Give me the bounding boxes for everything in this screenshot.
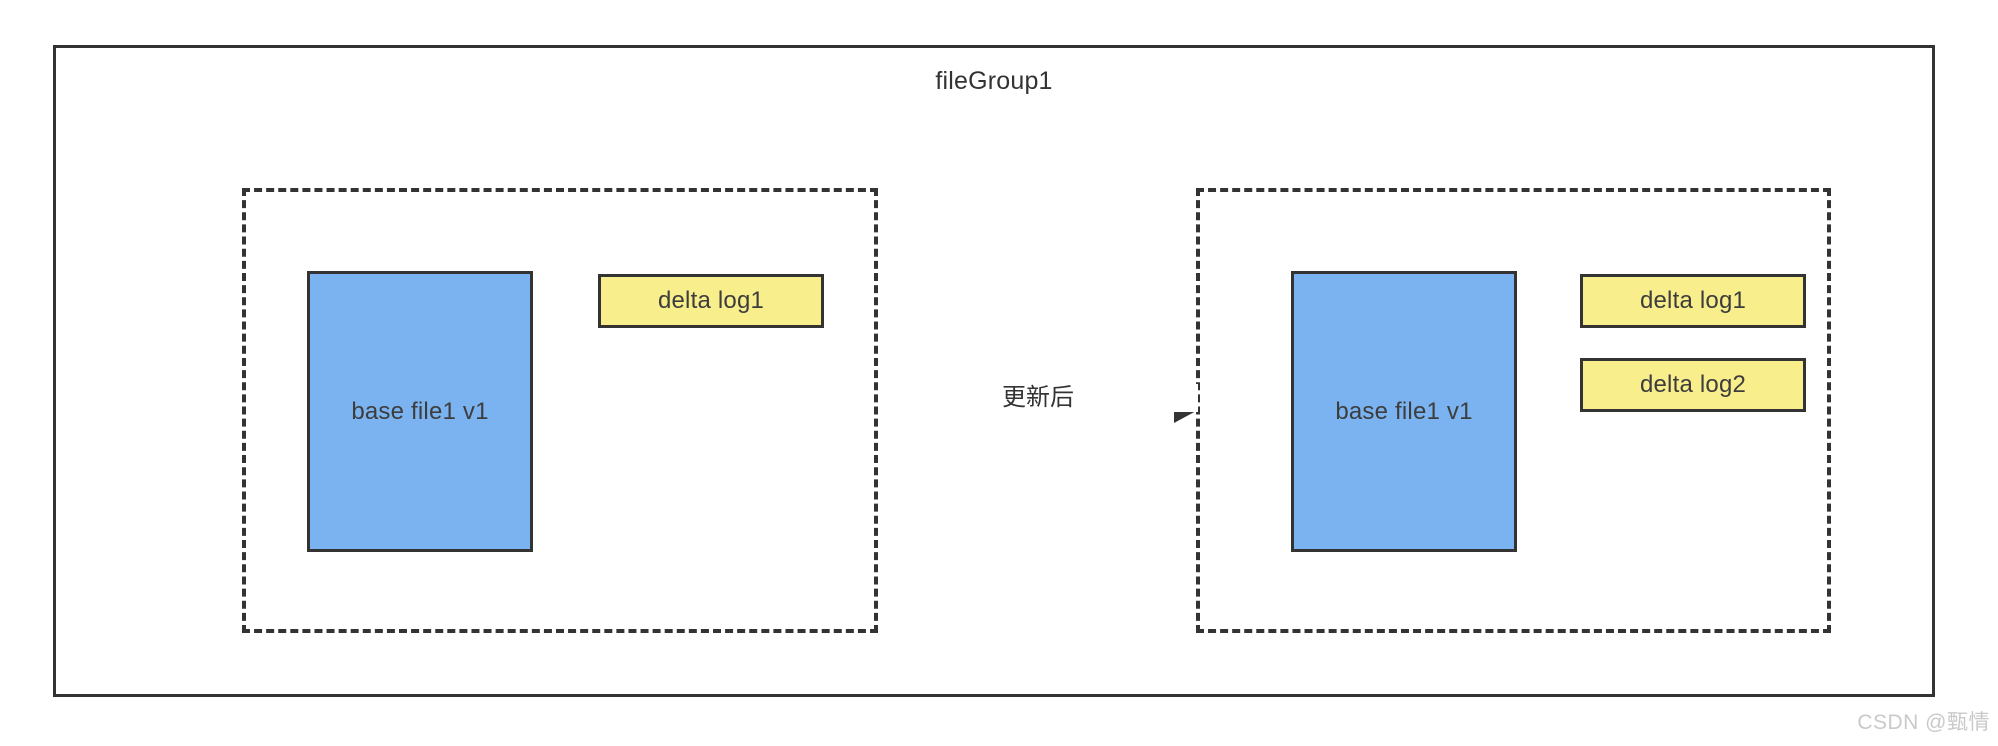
delta-log-box-after-1: delta log1 [1580, 274, 1806, 328]
file-slice-before: base file1 v1 delta log1 [242, 188, 878, 633]
base-file-label: base file1 v1 [351, 397, 489, 425]
delta-log-box-before-1: delta log1 [598, 274, 824, 328]
base-file-box-after: base file1 v1 [1291, 271, 1517, 552]
base-file-box-before: base file1 v1 [307, 271, 533, 552]
delta-log-label: delta log2 [1639, 371, 1747, 398]
delta-log-label: delta log1 [657, 287, 765, 314]
file-slice-after: base file1 v1 delta log1 delta log2 [1196, 188, 1831, 633]
delta-log-box-after-2: delta log2 [1580, 358, 1806, 412]
file-group-title: fileGroup1 [935, 67, 1053, 95]
delta-log-label: delta log1 [1639, 287, 1747, 314]
base-file-label: base file1 v1 [1335, 397, 1473, 425]
update-arrow-label: 更新后 [878, 384, 1198, 412]
file-group-container: fileGroup1 base file1 v1 delta log1 base… [53, 45, 1935, 697]
watermark: CSDN @甄情 [1857, 711, 1990, 734]
update-arrow: 更新后 [878, 384, 1198, 432]
